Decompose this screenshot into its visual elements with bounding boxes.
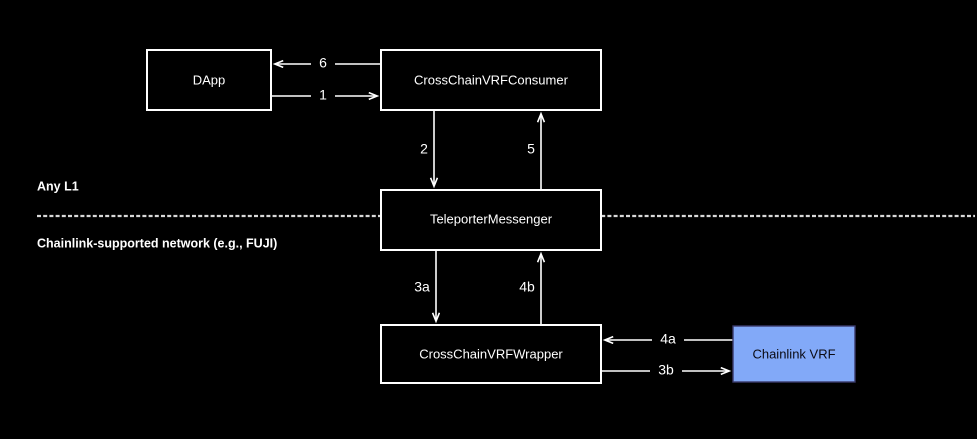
node-teleportermessenger-box [380,189,602,251]
edge-label-bg-1 [311,87,335,105]
edge-label-bg-3b [650,362,682,380]
edge-label-3b: 3b [658,362,674,378]
edge-label-bg-4a [652,331,684,349]
node-dapp-label: DApp [193,72,226,87]
edge-label-5: 5 [527,141,535,157]
edge-label-4a: 4a [660,331,676,347]
edge-label-1: 1 [319,87,327,103]
zone-label-upper: Any L1 [37,179,79,193]
node-crosschainvrfwrapper[interactable]: CrossChainVRFWrapper [380,324,602,384]
node-crosschainvrfconsumer-box [380,49,602,111]
zone-label-lower: Chainlink-supported network (e.g., FUJI) [37,236,277,250]
edge-label-4b: 4b [519,279,535,295]
node-crosschainvrfwrapper-label: CrossChainVRFWrapper [419,346,563,361]
node-dapp[interactable]: DApp [146,49,272,111]
node-crosschainvrfconsumer-label: CrossChainVRFConsumer [414,72,569,87]
node-teleportermessenger-label: TeleporterMessenger [430,211,553,226]
edge-label-bg-6 [311,55,335,73]
node-chainlink-vrf[interactable]: Chainlink VRF [732,325,856,383]
node-crosschainvrfconsumer[interactable]: CrossChainVRFConsumer [380,49,602,111]
edge-label-6: 6 [319,55,327,71]
node-teleportermessenger[interactable]: TeleporterMessenger [380,189,602,251]
node-crosschainvrfwrapper-box [380,324,602,384]
node-chainlink-vrf-label: Chainlink VRF [752,346,835,361]
edge-label-3a: 3a [414,279,430,295]
node-chainlink-vrf-box [732,325,856,383]
node-dapp-box [146,49,272,111]
edge-label-2: 2 [420,141,428,157]
